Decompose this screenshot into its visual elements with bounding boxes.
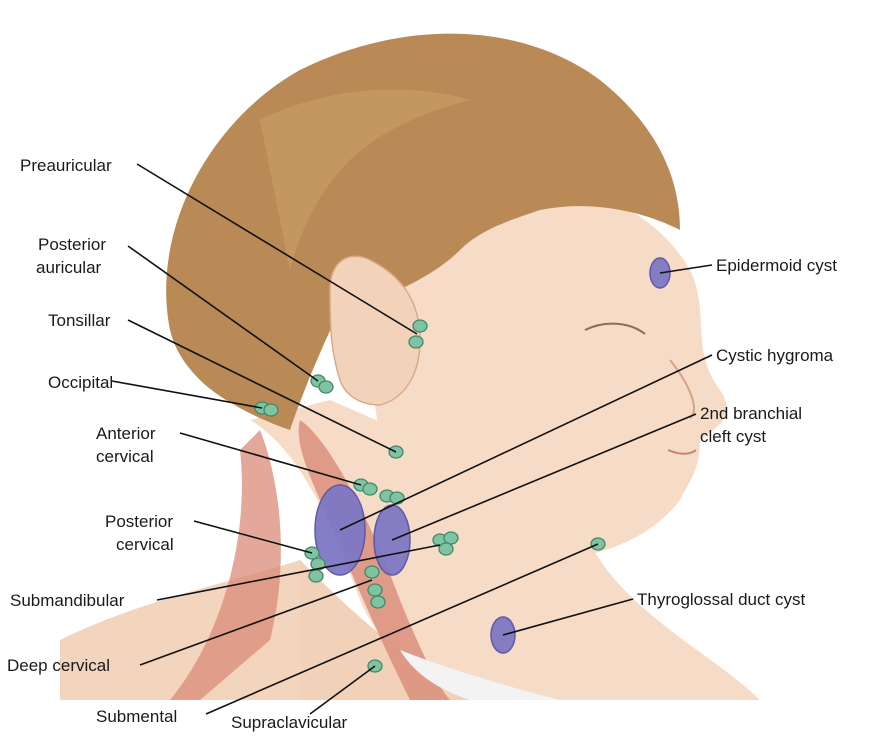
preauricular-node	[413, 320, 427, 332]
label-supraclavicular: Supraclavicular	[231, 712, 347, 734]
label-posterior-cervical-line2: cervical	[116, 534, 174, 556]
label-deep-cervical: Deep cervical	[7, 655, 110, 677]
label-thyroglossal-duct-cyst: Thyroglossal duct cyst	[637, 589, 805, 611]
label-anterior-cervical-line1: Anterior	[96, 423, 156, 445]
label-epidermoid-cyst: Epidermoid cyst	[716, 255, 837, 277]
label-preauricular: Preauricular	[20, 155, 112, 177]
anterior-cervical-node	[363, 483, 377, 495]
label-2nd-branchial-line2: cleft cyst	[700, 426, 766, 448]
label-submandibular: Submandibular	[10, 590, 124, 612]
submandibular-node	[444, 532, 458, 544]
posterior-cervical-node	[309, 570, 323, 582]
label-submental: Submental	[96, 706, 177, 728]
label-posterior-auricular-line1: Posterior	[38, 234, 106, 256]
submandibular-node	[439, 543, 453, 555]
label-occipital: Occipital	[48, 372, 113, 394]
deep-cervical-node	[365, 566, 379, 578]
label-tonsillar: Tonsillar	[48, 310, 110, 332]
label-anterior-cervical-line2: cervical	[96, 446, 154, 468]
preauricular-node	[409, 336, 423, 348]
deep-cervical-node	[371, 596, 385, 608]
label-posterior-cervical-line1: Posterior	[105, 511, 173, 533]
anterior-cervical-node	[390, 492, 404, 504]
occipital-node	[264, 404, 278, 416]
posterior-auricular-node	[319, 381, 333, 393]
label-cystic-hygroma: Cystic hygroma	[716, 345, 833, 367]
label-2nd-branchial-line1: 2nd branchial	[700, 403, 802, 425]
label-posterior-auricular-line2: auricular	[36, 257, 101, 279]
deep-cervical-node	[368, 584, 382, 596]
